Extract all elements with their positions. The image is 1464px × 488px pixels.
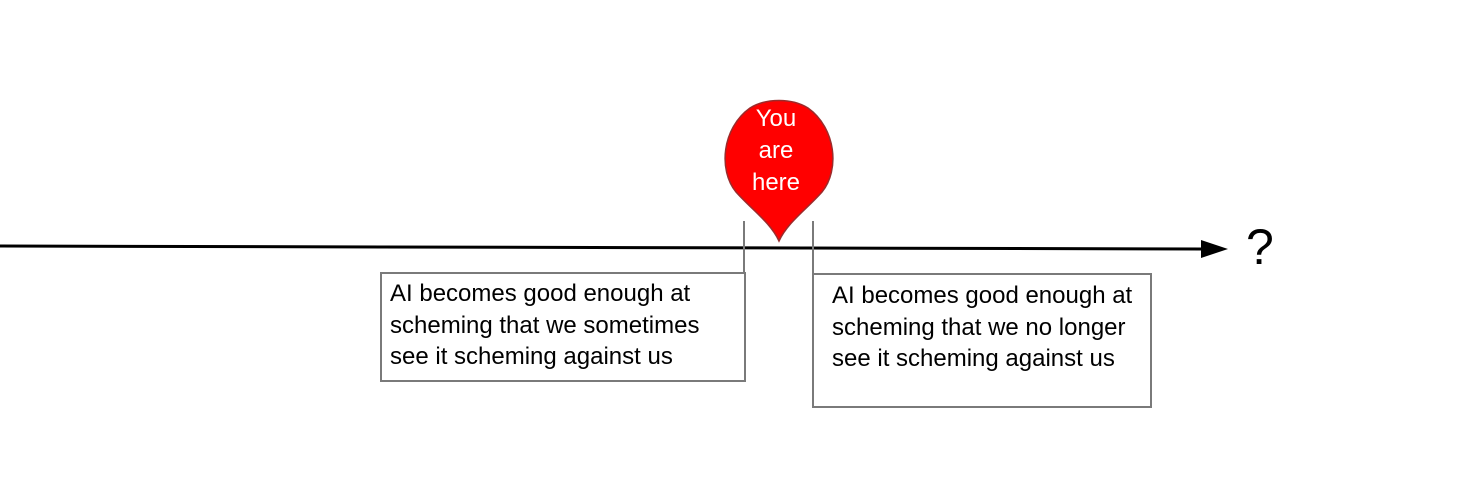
milestone-sometimes-see-scheming: AI becomes good enough at scheming that …	[380, 272, 746, 382]
timeline-axis	[0, 244, 1204, 251]
map-pin-icon	[724, 99, 834, 243]
you-are-here-line: are	[758, 137, 794, 164]
timeline-arrowhead	[1201, 240, 1228, 258]
you-are-here-label: You are here	[730, 103, 822, 199]
you-are-here-line: here	[751, 169, 801, 196]
timeline-end-question-mark: ?	[1246, 219, 1274, 275]
milestone-no-longer-see-scheming: AI becomes good enough at scheming that …	[812, 273, 1152, 408]
you-are-here-line: You	[755, 105, 797, 132]
